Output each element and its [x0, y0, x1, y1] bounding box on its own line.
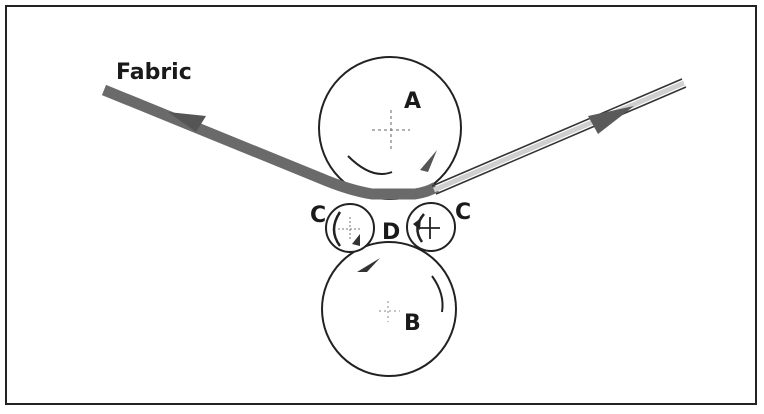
roller-b-rotation-arrow — [357, 258, 380, 272]
roller-a-rotation-arrow — [420, 150, 437, 172]
fabric-outgoing-path — [431, 78, 687, 195]
roller-b-label: B — [404, 311, 421, 336]
roller-c-right-label: C — [455, 200, 471, 225]
roller-a-label: A — [404, 89, 421, 114]
fabric-direction-arrow — [168, 112, 206, 132]
roller-c-right — [406, 202, 456, 252]
fabric-exit-arrow — [588, 106, 634, 134]
roller-c-left-label: C — [310, 203, 326, 228]
fabric-label: Fabric — [116, 60, 192, 85]
nip-d-label: D — [382, 220, 400, 245]
roller-a — [318, 56, 462, 200]
fabric-incoming-path — [101, 84, 439, 200]
roller-b — [321, 241, 457, 377]
roller-c-left — [325, 203, 375, 253]
